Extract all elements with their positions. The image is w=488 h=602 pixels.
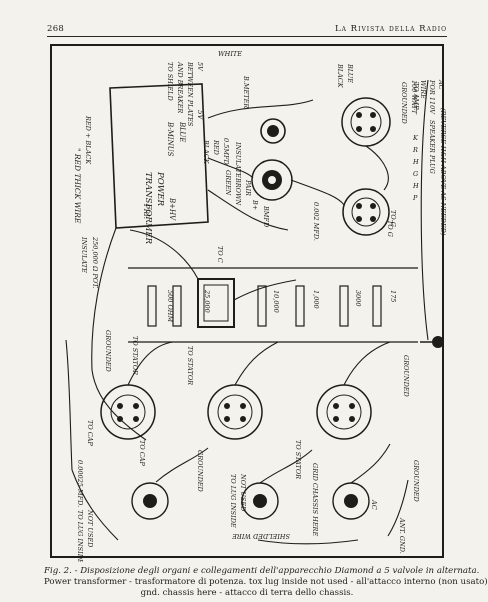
left-label-7: TO STATOR <box>186 346 194 385</box>
detector-tube-1 <box>100 384 156 440</box>
lower-label-1: TO CAP <box>138 440 146 466</box>
caption-line-2: Power transformer - trasformatore di pot… <box>44 576 488 587</box>
legend-right-1: 100 WATT <box>410 80 418 115</box>
top-label-9: TO AMP. <box>412 82 420 110</box>
left-label-2: RED + BLACK <box>84 115 92 165</box>
legend-right-2: WIRE <box>419 80 427 99</box>
transformer-label-7: PRI. <box>142 203 150 219</box>
left-label-10: NOT USED <box>86 509 94 548</box>
right-label-4: R <box>412 146 418 154</box>
legend-right-3: FOR 110V <box>428 79 436 115</box>
right-label-7: H <box>412 182 419 190</box>
lower-label-4: TO LUG INSIDE <box>229 474 237 528</box>
left-label-11: GROUNDED <box>104 330 112 373</box>
center-label-7: BROWN <box>234 177 242 206</box>
coil-1 <box>131 482 169 520</box>
top-label-2: TO SHIELD <box>166 62 174 101</box>
transformer-label-2: TRANSFORMER <box>143 172 153 245</box>
top-label-4: BETWEEN PLATES <box>186 61 194 127</box>
lower-label-5: NOT USED <box>239 473 247 512</box>
center-label-9: B+ <box>251 199 259 210</box>
center-label-11: 0.002 MFD. <box>312 202 320 241</box>
left-label-3: INSULATE <box>80 236 88 273</box>
output-tube <box>342 188 390 236</box>
right-label-5: H <box>412 158 419 166</box>
center-label-3: 0.5MFD <box>222 138 230 166</box>
resistor-label-5: 3000 <box>354 290 362 307</box>
wiring-diagram-art: POWER TRANSFORMER B-MINUS BLUE B+HV 5V P… <box>50 44 447 562</box>
center-label-5: BLACK <box>202 139 210 165</box>
resistor-label-3: 10,000 <box>272 290 280 313</box>
top-label-3: AND BREAKER <box>176 61 184 113</box>
lower-label-2: GRID CHASSIS HERE <box>311 463 319 536</box>
center-label-2: INSULATE <box>234 141 242 178</box>
condenser-block <box>197 278 235 328</box>
power-tube <box>251 159 293 201</box>
page-header: 268 La Rivista della Radio <box>47 22 447 36</box>
wiring-diagram: POWER TRANSFORMER B-MINUS BLUE B+HV 5V P… <box>48 40 447 562</box>
lower-label-7: AC <box>370 499 378 510</box>
rf-tube-2 <box>207 384 263 440</box>
transformer-label-6: 5V <box>196 110 204 120</box>
center-label-6: GREEN <box>224 170 232 196</box>
transformer-label-4: BLUE <box>178 121 186 142</box>
center-label-13: TO G <box>389 210 397 227</box>
right-label-8: P <box>412 194 418 202</box>
right-label-2: (REVERSE H&H ABOVE AS NEEDED) <box>439 108 447 236</box>
caption-line-3: gnd. chassis here - attacco di terra del… <box>140 587 354 598</box>
right-label-11: GROUNDED <box>412 460 420 503</box>
center-label-12: TO C <box>216 246 224 263</box>
header-rule <box>47 36 447 37</box>
caption-line-1: Fig. 2. - Disposizione degli organi e co… <box>44 566 480 576</box>
lower-label-9: TO STATOR <box>294 440 302 479</box>
center-label-10: BMFD <box>262 205 270 228</box>
center-label-8: PAIR <box>244 179 252 196</box>
left-label-5: TO STATOR <box>131 336 139 375</box>
figure-caption: Fig. 2. - Disposizione degli organi e co… <box>44 566 488 598</box>
top-label-6: BLACK <box>336 63 344 89</box>
left-label-6: TO CAP <box>86 420 94 446</box>
lower-label-3: GROUNDED <box>196 450 204 493</box>
jack-socket <box>260 118 286 144</box>
left-label-9: TO LUG INSIDE <box>76 510 84 562</box>
right-label-1: SPEAKER PLUG <box>428 120 436 174</box>
top-label-8: GROUNDED <box>400 82 408 125</box>
left-label-1: " RED THICK WIRE <box>73 148 82 224</box>
rectifier-tube <box>341 97 391 147</box>
transformer-label-5: B+HV <box>168 197 176 221</box>
right-label-9: GROUNDED <box>402 355 410 398</box>
right-label-10: TO G <box>386 220 394 237</box>
wiring <box>65 79 429 545</box>
top-label-1: WHITE <box>218 50 242 58</box>
left-label-4: 250,000 Ω POT. <box>91 236 99 289</box>
journal-title: La Rivista della Radio <box>335 24 447 34</box>
resistor-label-4: 1,000 <box>312 290 320 309</box>
rf-tube-3 <box>316 384 372 440</box>
chassis-outline <box>50 44 444 558</box>
legend-right-4: AC <box>437 79 445 90</box>
top-label-7: BLUE <box>346 63 354 83</box>
left-label-8: 0.00025 MFD. <box>76 460 84 507</box>
lower-label-6: SHIELDED WIRE <box>232 532 290 540</box>
coil-3 <box>332 482 370 520</box>
resistor-label-2: 25,000 <box>203 289 211 313</box>
right-label-3: K <box>412 134 419 142</box>
page-number: 268 <box>47 24 65 34</box>
center-label-1: B.METER <box>242 75 250 108</box>
resistor-label-1: 500 OHM <box>166 290 174 322</box>
lower-label-8: ANT. GND. <box>398 517 406 554</box>
transformer-label-1: POWER <box>155 171 165 207</box>
center-label-4: RED <box>212 139 220 156</box>
top-label-5: 5V <box>196 62 204 72</box>
resistor-strip <box>128 267 418 343</box>
resistor-label-6: 175 <box>389 290 397 302</box>
transformer-label-3: B-MINUS <box>166 121 174 157</box>
right-label-6: G <box>413 170 418 178</box>
plug-icon <box>420 336 444 348</box>
power-transformer <box>109 83 209 229</box>
